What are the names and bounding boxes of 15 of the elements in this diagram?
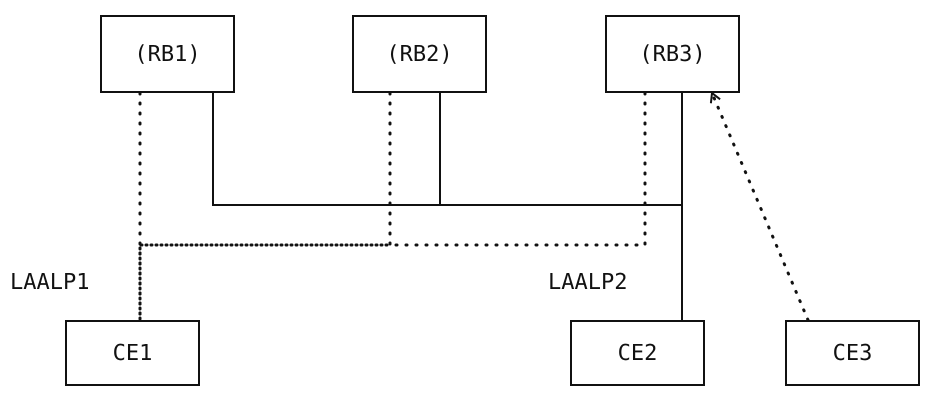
- node-label: CE3: [832, 340, 872, 366]
- node-label: (RB3): [639, 42, 706, 66]
- node-label: (RB2): [386, 42, 453, 66]
- dotted-connector: [138, 92, 646, 322]
- node-box: [65, 320, 200, 386]
- node-label: CE2: [618, 340, 658, 366]
- node-box: [352, 15, 487, 93]
- node-box: [605, 15, 740, 93]
- node-label: (RB1): [134, 42, 201, 66]
- node-box: [785, 320, 920, 386]
- connector-line: [681, 93, 683, 320]
- node-box: [570, 320, 705, 386]
- dotted-connector: [710, 92, 810, 322]
- node-label: CE1: [112, 340, 152, 366]
- node-box: [100, 15, 235, 93]
